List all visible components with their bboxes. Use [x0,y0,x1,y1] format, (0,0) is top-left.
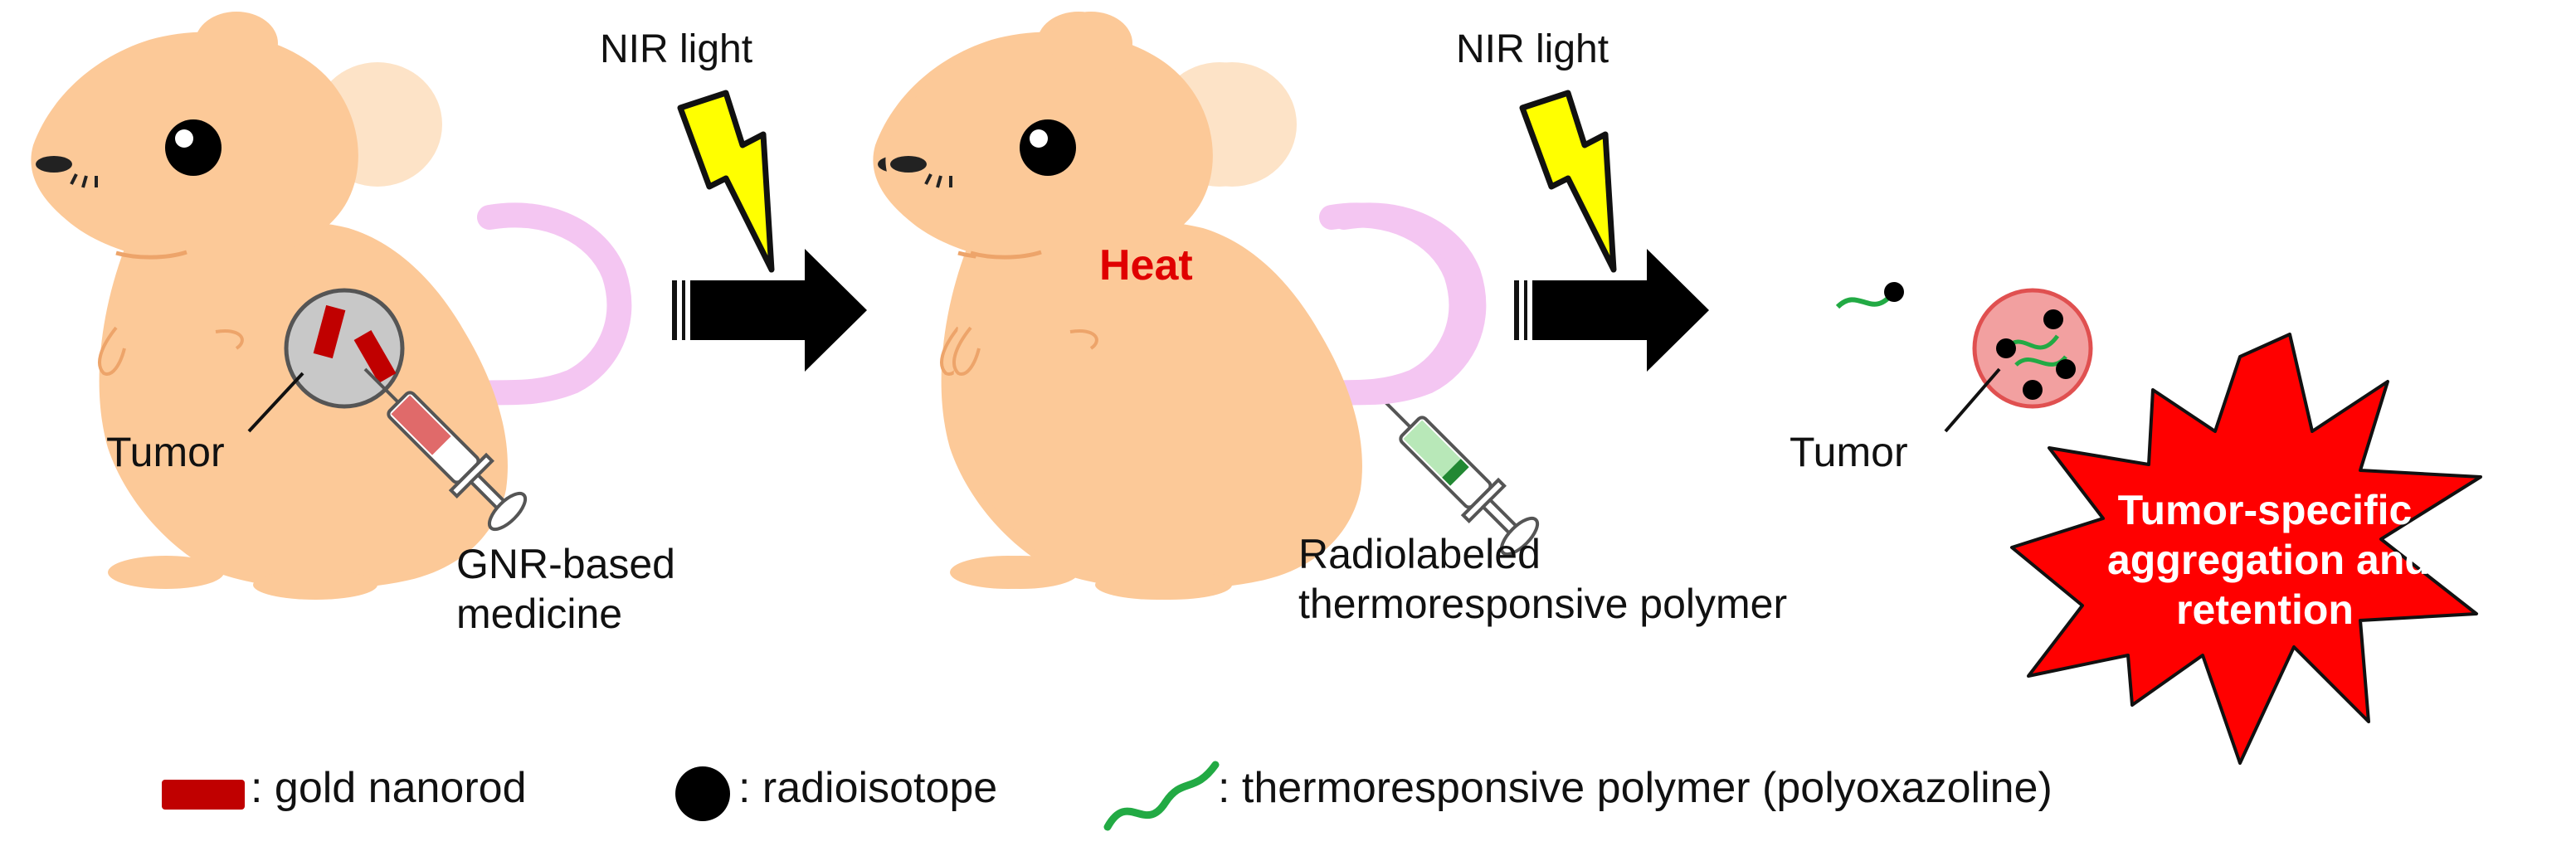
red-burst [2010,333,2482,765]
injection-label-2-line-1: Radiolabeled [1298,531,1541,577]
tumor-label-1: Tumor [106,429,225,475]
gold-nanorod-icon [162,780,245,810]
heat-label: Heat [1099,241,1193,289]
radioisotope-icon [675,766,730,821]
radioisotope-3b [2043,309,2063,329]
injection-label-1-line-2: medicine [456,591,623,637]
syringe-1 [363,367,534,538]
injection-label-1: GNR-based medicine [456,539,675,639]
tumor-1-pointer [247,372,304,433]
injection-label-2: Radiolabeled thermoresponsive polymer [1298,529,1787,629]
injection-label-2-line-2: thermoresponsive polymer [1298,581,1788,627]
arrow-2 [1514,249,1709,372]
burst-label-line-3: retention [2176,586,2354,633]
legend-radioisotope: : radioisotope [738,764,998,812]
polymer-icon [1103,761,1220,831]
syringe-2 [1376,392,1546,563]
injection-label-1-line-1: GNR-based [456,541,675,587]
radioisotope-3d [2023,380,2043,400]
lightning-bolt-1-icon [677,90,775,273]
lightning-bolt-2-icon [1519,90,1617,273]
mouse-3 [885,12,1473,600]
gold-nanorod-1b [353,330,397,383]
nir-light-label-2: NIR light [1456,27,1609,71]
free-radioisotope [1884,282,1904,302]
free-polymer [1835,292,1894,309]
arrow-1 [672,249,867,372]
gold-nanorod-1a [313,304,346,359]
legend-gold-nanorod: : gold nanorod [251,764,527,812]
burst-label-line-1: Tumor-specific [2117,487,2413,533]
burst-label: Tumor-specific aggregation and retention [2107,485,2430,635]
nir-light-label-1: NIR light [600,27,753,71]
radioisotope-3a [1996,338,2016,358]
legend-polymer: : thermoresponsive polymer (polyoxazolin… [1218,764,2053,812]
burst-label-line-2: aggregation and [2107,537,2430,583]
radioisotope-3c [2056,359,2076,379]
tumor-3-pointer [1944,367,2001,433]
tumor-label-3: Tumor [1790,429,1908,475]
